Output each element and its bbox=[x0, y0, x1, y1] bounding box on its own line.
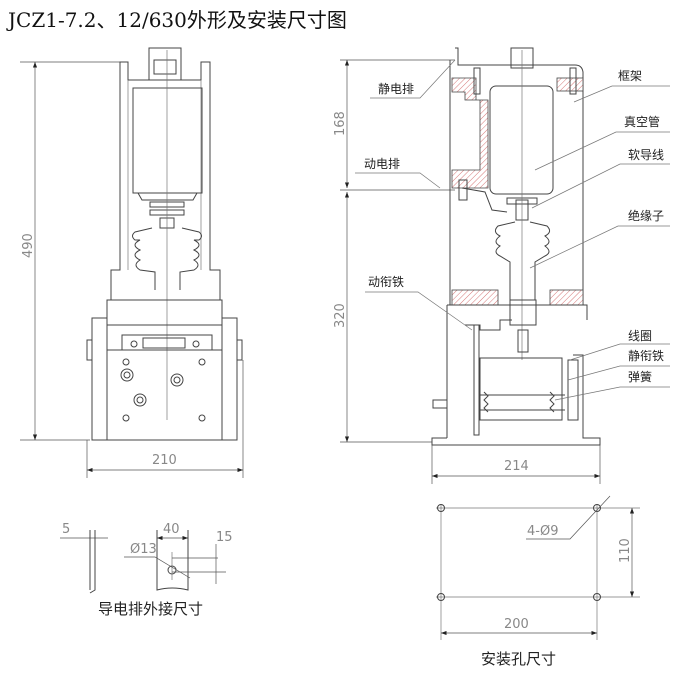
label-static-busbar: 静电排 bbox=[378, 82, 414, 96]
label-moving-armature: 动衔铁 bbox=[368, 275, 404, 289]
front-height-dim: 490 bbox=[21, 233, 36, 258]
mounting-hole-icons bbox=[437, 504, 601, 601]
side-width-dim: 214 bbox=[504, 459, 529, 474]
busbar-thickness-dim: 5 bbox=[62, 522, 70, 537]
label-insulator: 绝缘子 bbox=[628, 208, 664, 223]
busbar-detail: 5 40 Ø13 15 导电排外接尺寸 bbox=[60, 522, 233, 618]
busbar-caption: 导电排外接尺寸 bbox=[98, 600, 203, 618]
mounting-caption: 安装孔尺寸 bbox=[481, 650, 556, 668]
label-static-armature: 静衔铁 bbox=[628, 349, 664, 363]
label-vacuum-tube: 真空管 bbox=[624, 114, 660, 129]
side-upper-dim: 168 bbox=[333, 111, 348, 136]
label-coil: 线圈 bbox=[628, 329, 652, 343]
mounting-detail: 4-Ø9 110 200 安装孔尺寸 bbox=[436, 495, 640, 668]
mounting-width-dim: 200 bbox=[504, 617, 529, 632]
side-lower-dim: 320 bbox=[333, 303, 348, 328]
front-view: 490 bbox=[20, 47, 244, 478]
busbar-width-dim: 40 bbox=[163, 522, 180, 537]
mounting-height-dim: 110 bbox=[618, 538, 633, 563]
mounting-bolt-icons bbox=[120, 358, 206, 422]
label-spring: 弹簧 bbox=[628, 369, 652, 384]
mounting-holes-dim: 4-Ø9 bbox=[527, 524, 558, 539]
side-view: 168 320 bbox=[333, 47, 670, 484]
busbar-hole-offset-dim: 15 bbox=[216, 530, 233, 545]
front-width-dim: 210 bbox=[152, 453, 177, 468]
label-frame: 框架 bbox=[618, 69, 642, 83]
busbar-hole-dim: Ø13 bbox=[130, 542, 157, 557]
drawing-title: JCZ1-7.2、12/630外形及安装尺寸图 bbox=[8, 8, 347, 32]
label-soft-conductor: 软导线 bbox=[628, 148, 664, 162]
label-moving-busbar: 动电排 bbox=[364, 157, 400, 171]
